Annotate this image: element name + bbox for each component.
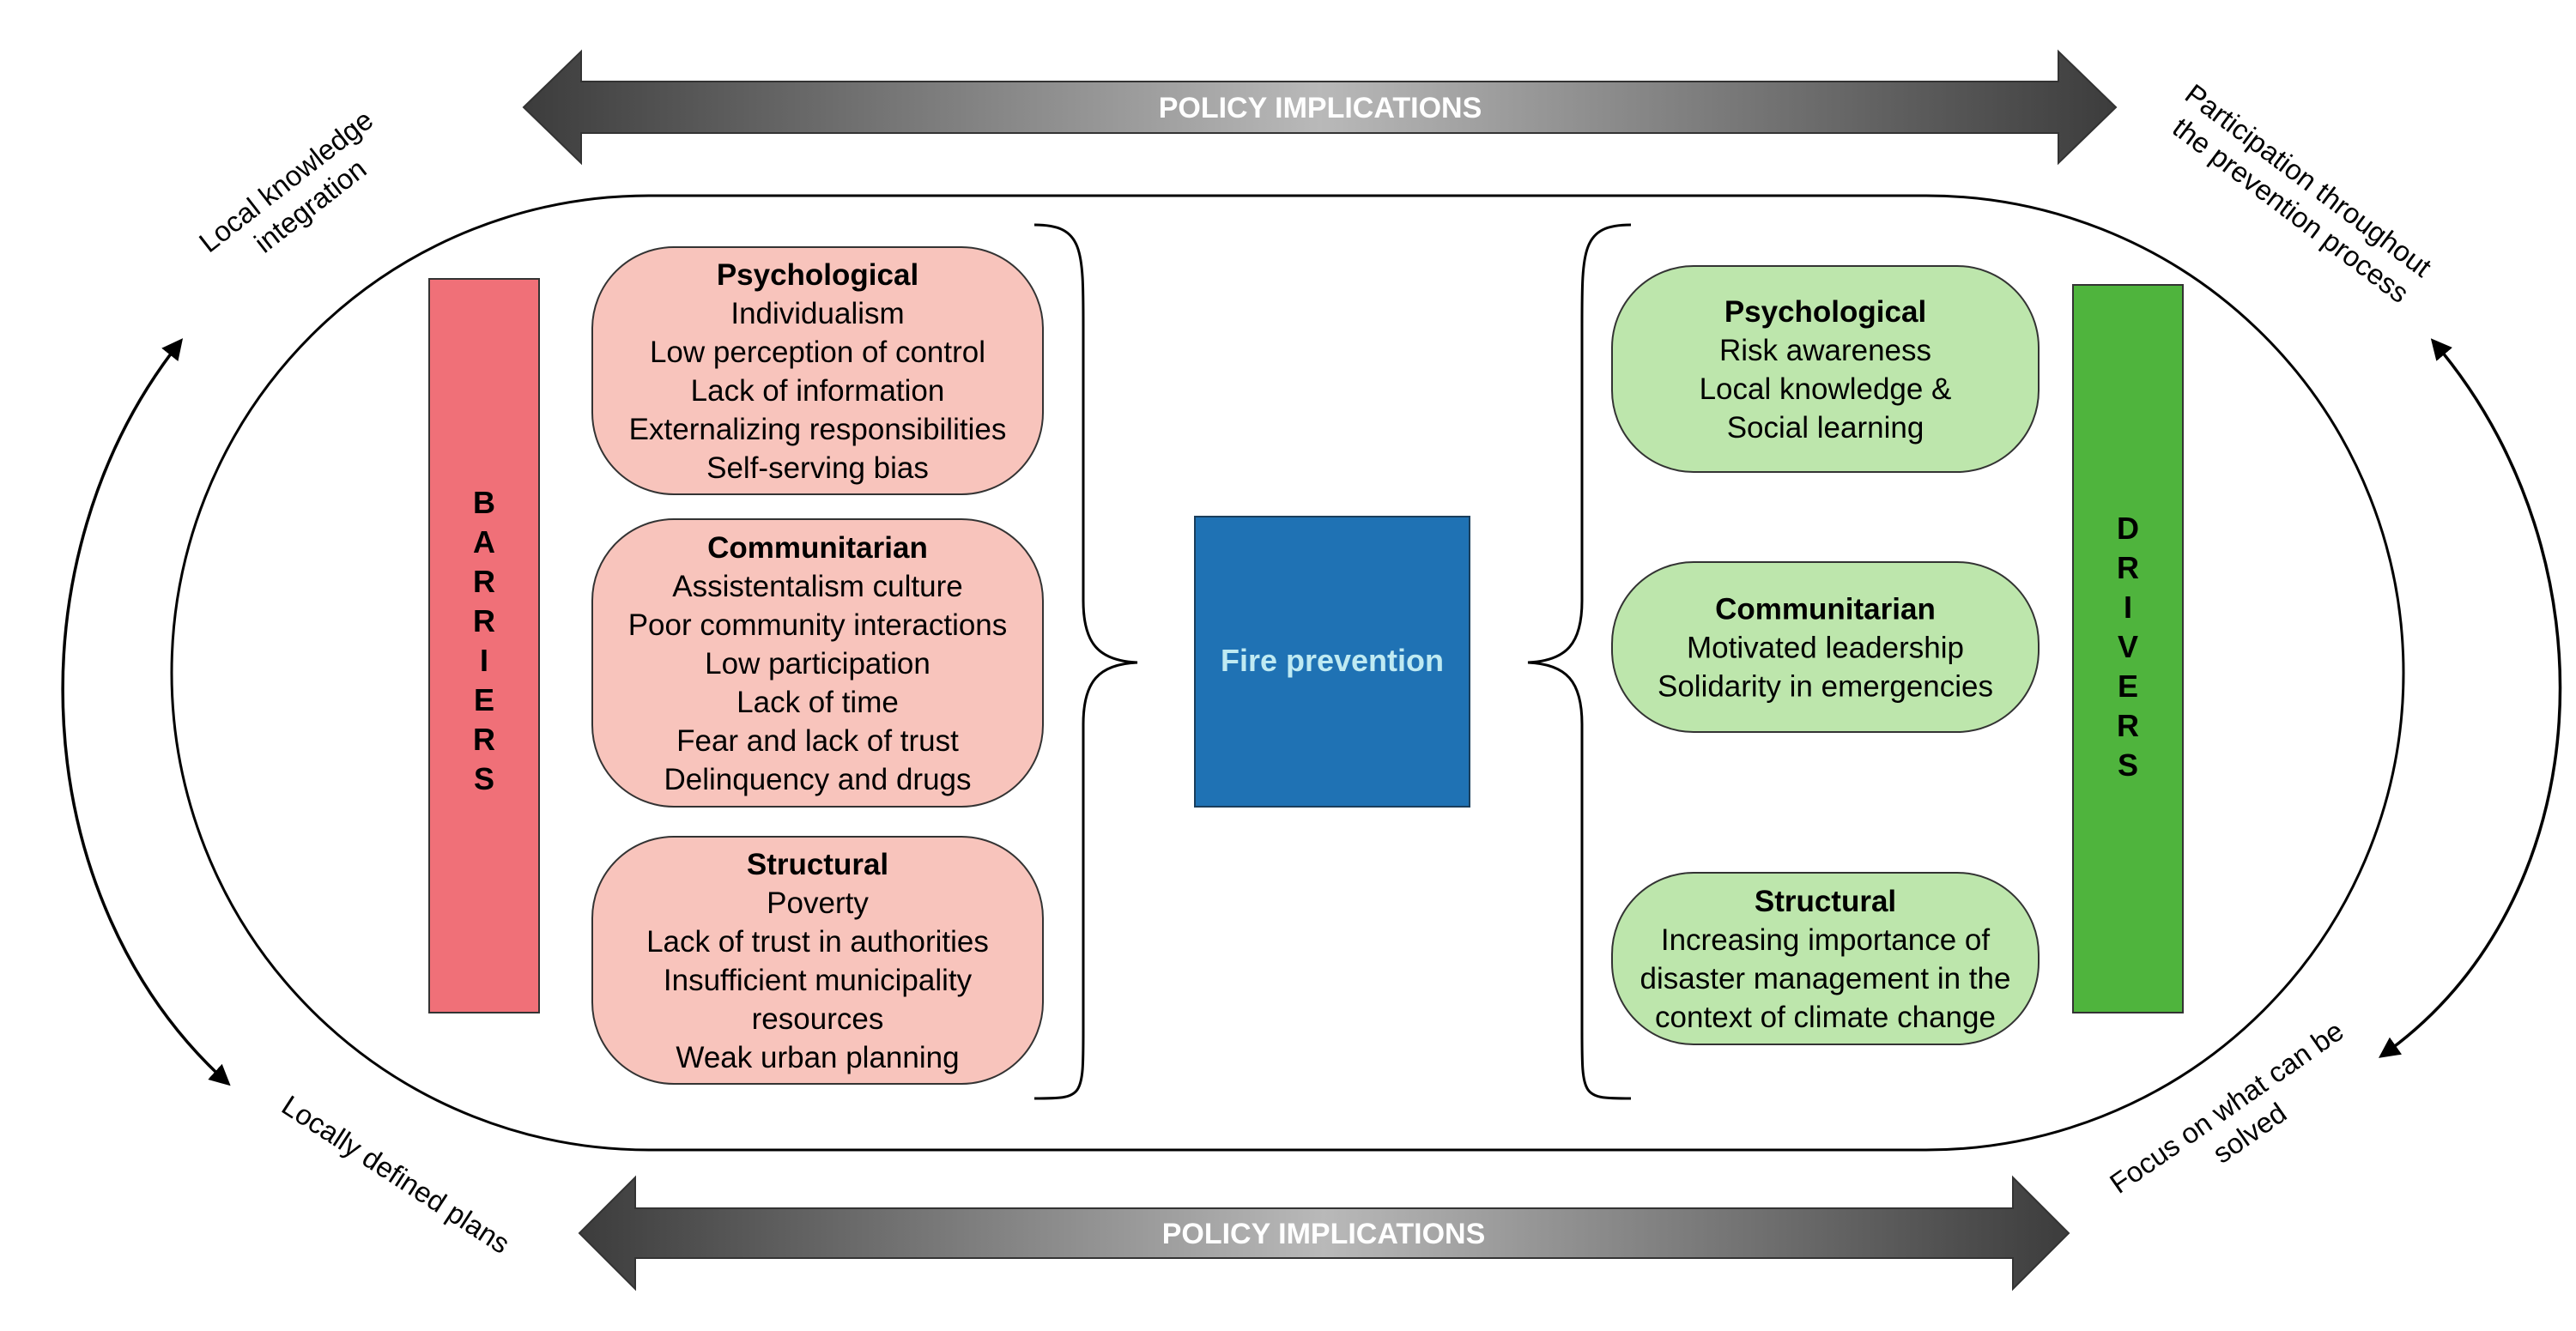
barrier-box-title: Communitarian [707, 531, 928, 565]
barrier-box-line: Lack of trust in authorities [646, 925, 989, 959]
driver-box-title: Structural [1755, 885, 1896, 918]
barrier-box-line: Low perception of control [650, 336, 985, 369]
barrier-box-line: Externalizing responsibilities [629, 413, 1007, 446]
policy-arrow-top: POLICY IMPLICATIONS [522, 49, 2118, 166]
driver-box-shape [1611, 265, 2040, 473]
driver-box-line: Risk awareness [1719, 334, 1931, 367]
drivers-letter: D [2117, 511, 2139, 546]
drivers-letter: V [2118, 629, 2138, 664]
driver-box-line: Motivated leadership [1687, 632, 1964, 665]
left-brace [1033, 223, 1138, 1100]
barrier-box-line: Insufficient municipality [664, 964, 973, 997]
fire-prevention-box: Fire prevention [1194, 516, 1470, 808]
barrier-box-line: Poor community interactions [628, 608, 1008, 642]
barrier-box-line: Poverty [767, 886, 869, 920]
drivers-letter: E [2118, 669, 2138, 704]
barriers-letter: R [473, 564, 495, 599]
driver-box-line: Solidarity in emergencies [1658, 670, 1993, 704]
svg-text:Locally defined plans: Locally defined plans [276, 1089, 516, 1260]
driver-box-line: Social learning [1727, 411, 1924, 445]
policy-implications-bottom-label: POLICY IMPLICATIONS [1162, 1218, 1486, 1250]
drivers-letter: S [2118, 747, 2138, 783]
svg-text:Local knowledge integrat: Local knowledge integration [193, 99, 406, 286]
barrier-box-line: Low participation [705, 647, 930, 681]
barriers-letter: S [474, 761, 494, 796]
driver-box-shape [1611, 561, 2040, 733]
barrier-box-line: Fear and lack of trust [676, 724, 959, 758]
driver-box-title: Psychological [1724, 295, 1926, 329]
barrier-box-title: Structural [747, 848, 888, 881]
barrier-box-title: Psychological [717, 258, 918, 292]
barrier-box-line: Lack of information [691, 374, 945, 408]
right-curved-double-arrow [2378, 338, 2562, 1058]
barrier-box-line: Weak urban planning [676, 1041, 959, 1074]
barrier-box-shape [591, 836, 1044, 1085]
barriers-letter: E [474, 682, 494, 717]
svg-text:Participation throughout: Participation throughout the prevention … [2159, 77, 2444, 315]
barrier-box-line: resources [752, 1002, 884, 1036]
barrier-box-shape [591, 518, 1044, 808]
label-locally-defined-plans: Locally defined plans [276, 1089, 516, 1260]
drivers-letter: I [2124, 590, 2132, 625]
label-focus-on-what-can-be-solved: Focus on what can be solved [2104, 1010, 2375, 1228]
driver-box-line: context of climate change [1655, 1001, 1996, 1034]
driver-box-line: disaster management in the [1640, 962, 2011, 995]
barrier-box-line: Individualism [730, 297, 904, 330]
driver-box-title: Communitarian [1715, 593, 1936, 626]
barriers-letter: A [473, 524, 495, 560]
label-participation-throughout: Participation throughout the prevention … [2159, 77, 2444, 315]
drivers-letter: R [2117, 708, 2139, 743]
label-local-knowledge-integration: Local knowledge integration [193, 99, 406, 286]
driver-box-shape [1611, 872, 2040, 1045]
right-brace [1527, 223, 1632, 1100]
barriers-letter: B [473, 485, 495, 520]
barrier-box-shape [591, 246, 1044, 495]
policy-implications-top-label: POLICY IMPLICATIONS [1159, 92, 1482, 124]
svg-text:Focus on what can be sol: Focus on what can be solved [2104, 1010, 2375, 1228]
barriers-letter: I [480, 643, 488, 678]
left-curved-double-arrow [61, 338, 231, 1086]
driver-box-line: Local knowledge & [1700, 372, 1952, 406]
policy-arrow-bottom: POLICY IMPLICATIONS [578, 1175, 2070, 1292]
barrier-box-line: Assistentalism culture [672, 570, 962, 603]
driver-box-line: Increasing importance of [1661, 923, 1991, 957]
fire-prevention-label: Fire prevention [1221, 643, 1444, 678]
barriers-letter: R [473, 603, 495, 638]
barrier-box-line: Self-serving bias [706, 451, 929, 485]
drivers-letter: R [2117, 550, 2139, 585]
barrier-box-line: Delinquency and drugs [664, 763, 971, 796]
barriers-letter: R [473, 722, 495, 757]
barrier-box-line: Lack of time [736, 686, 899, 719]
